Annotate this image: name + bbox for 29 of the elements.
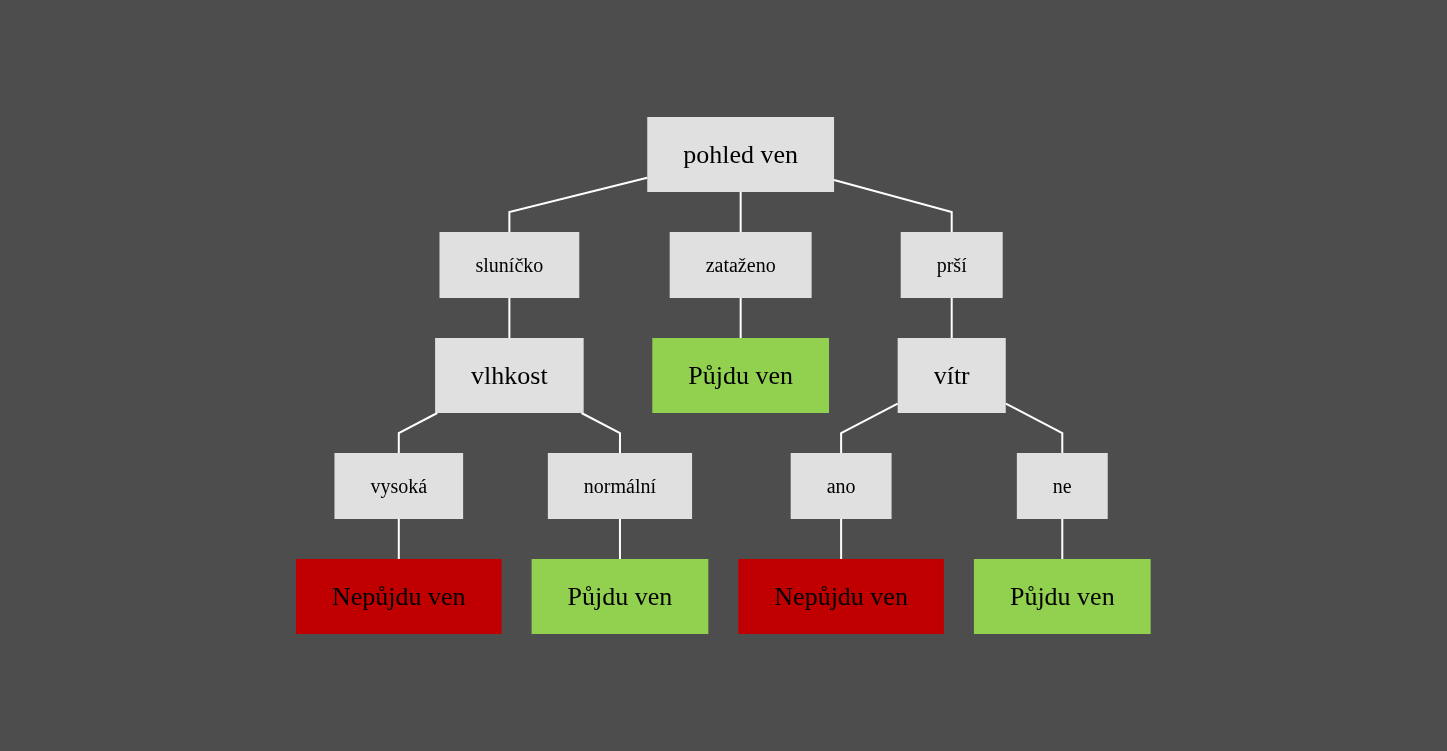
node-box: Půjdu ven xyxy=(974,559,1151,634)
node-box: normální xyxy=(548,453,693,519)
node-box: sluníčko xyxy=(439,232,580,298)
node-box: ne xyxy=(1017,453,1108,519)
node-box: ano xyxy=(790,453,892,519)
node-box: pohled ven xyxy=(647,117,835,192)
connector xyxy=(1061,518,1064,560)
node-box: Nepůjdu ven xyxy=(296,559,502,634)
connector xyxy=(397,412,439,454)
connector xyxy=(619,518,622,560)
connector xyxy=(508,176,649,233)
node-box: Půjdu ven xyxy=(531,559,709,634)
connector xyxy=(840,518,843,560)
node-box: zataženo xyxy=(669,232,812,298)
connector xyxy=(840,402,899,454)
connector xyxy=(508,297,511,339)
node-box: Půjdu ven xyxy=(652,338,830,413)
node-box: vlhkost xyxy=(435,338,584,413)
connector xyxy=(833,178,953,233)
connector xyxy=(580,412,622,454)
node-box: vysoká xyxy=(334,453,464,519)
connector xyxy=(1004,402,1064,454)
connector xyxy=(950,297,953,339)
connector xyxy=(739,191,742,233)
node-box: Nepůjdu ven xyxy=(738,559,945,634)
node-box: prší xyxy=(900,232,1003,298)
node-box: vítr xyxy=(897,338,1006,413)
connector xyxy=(397,518,400,560)
connector xyxy=(739,297,742,339)
